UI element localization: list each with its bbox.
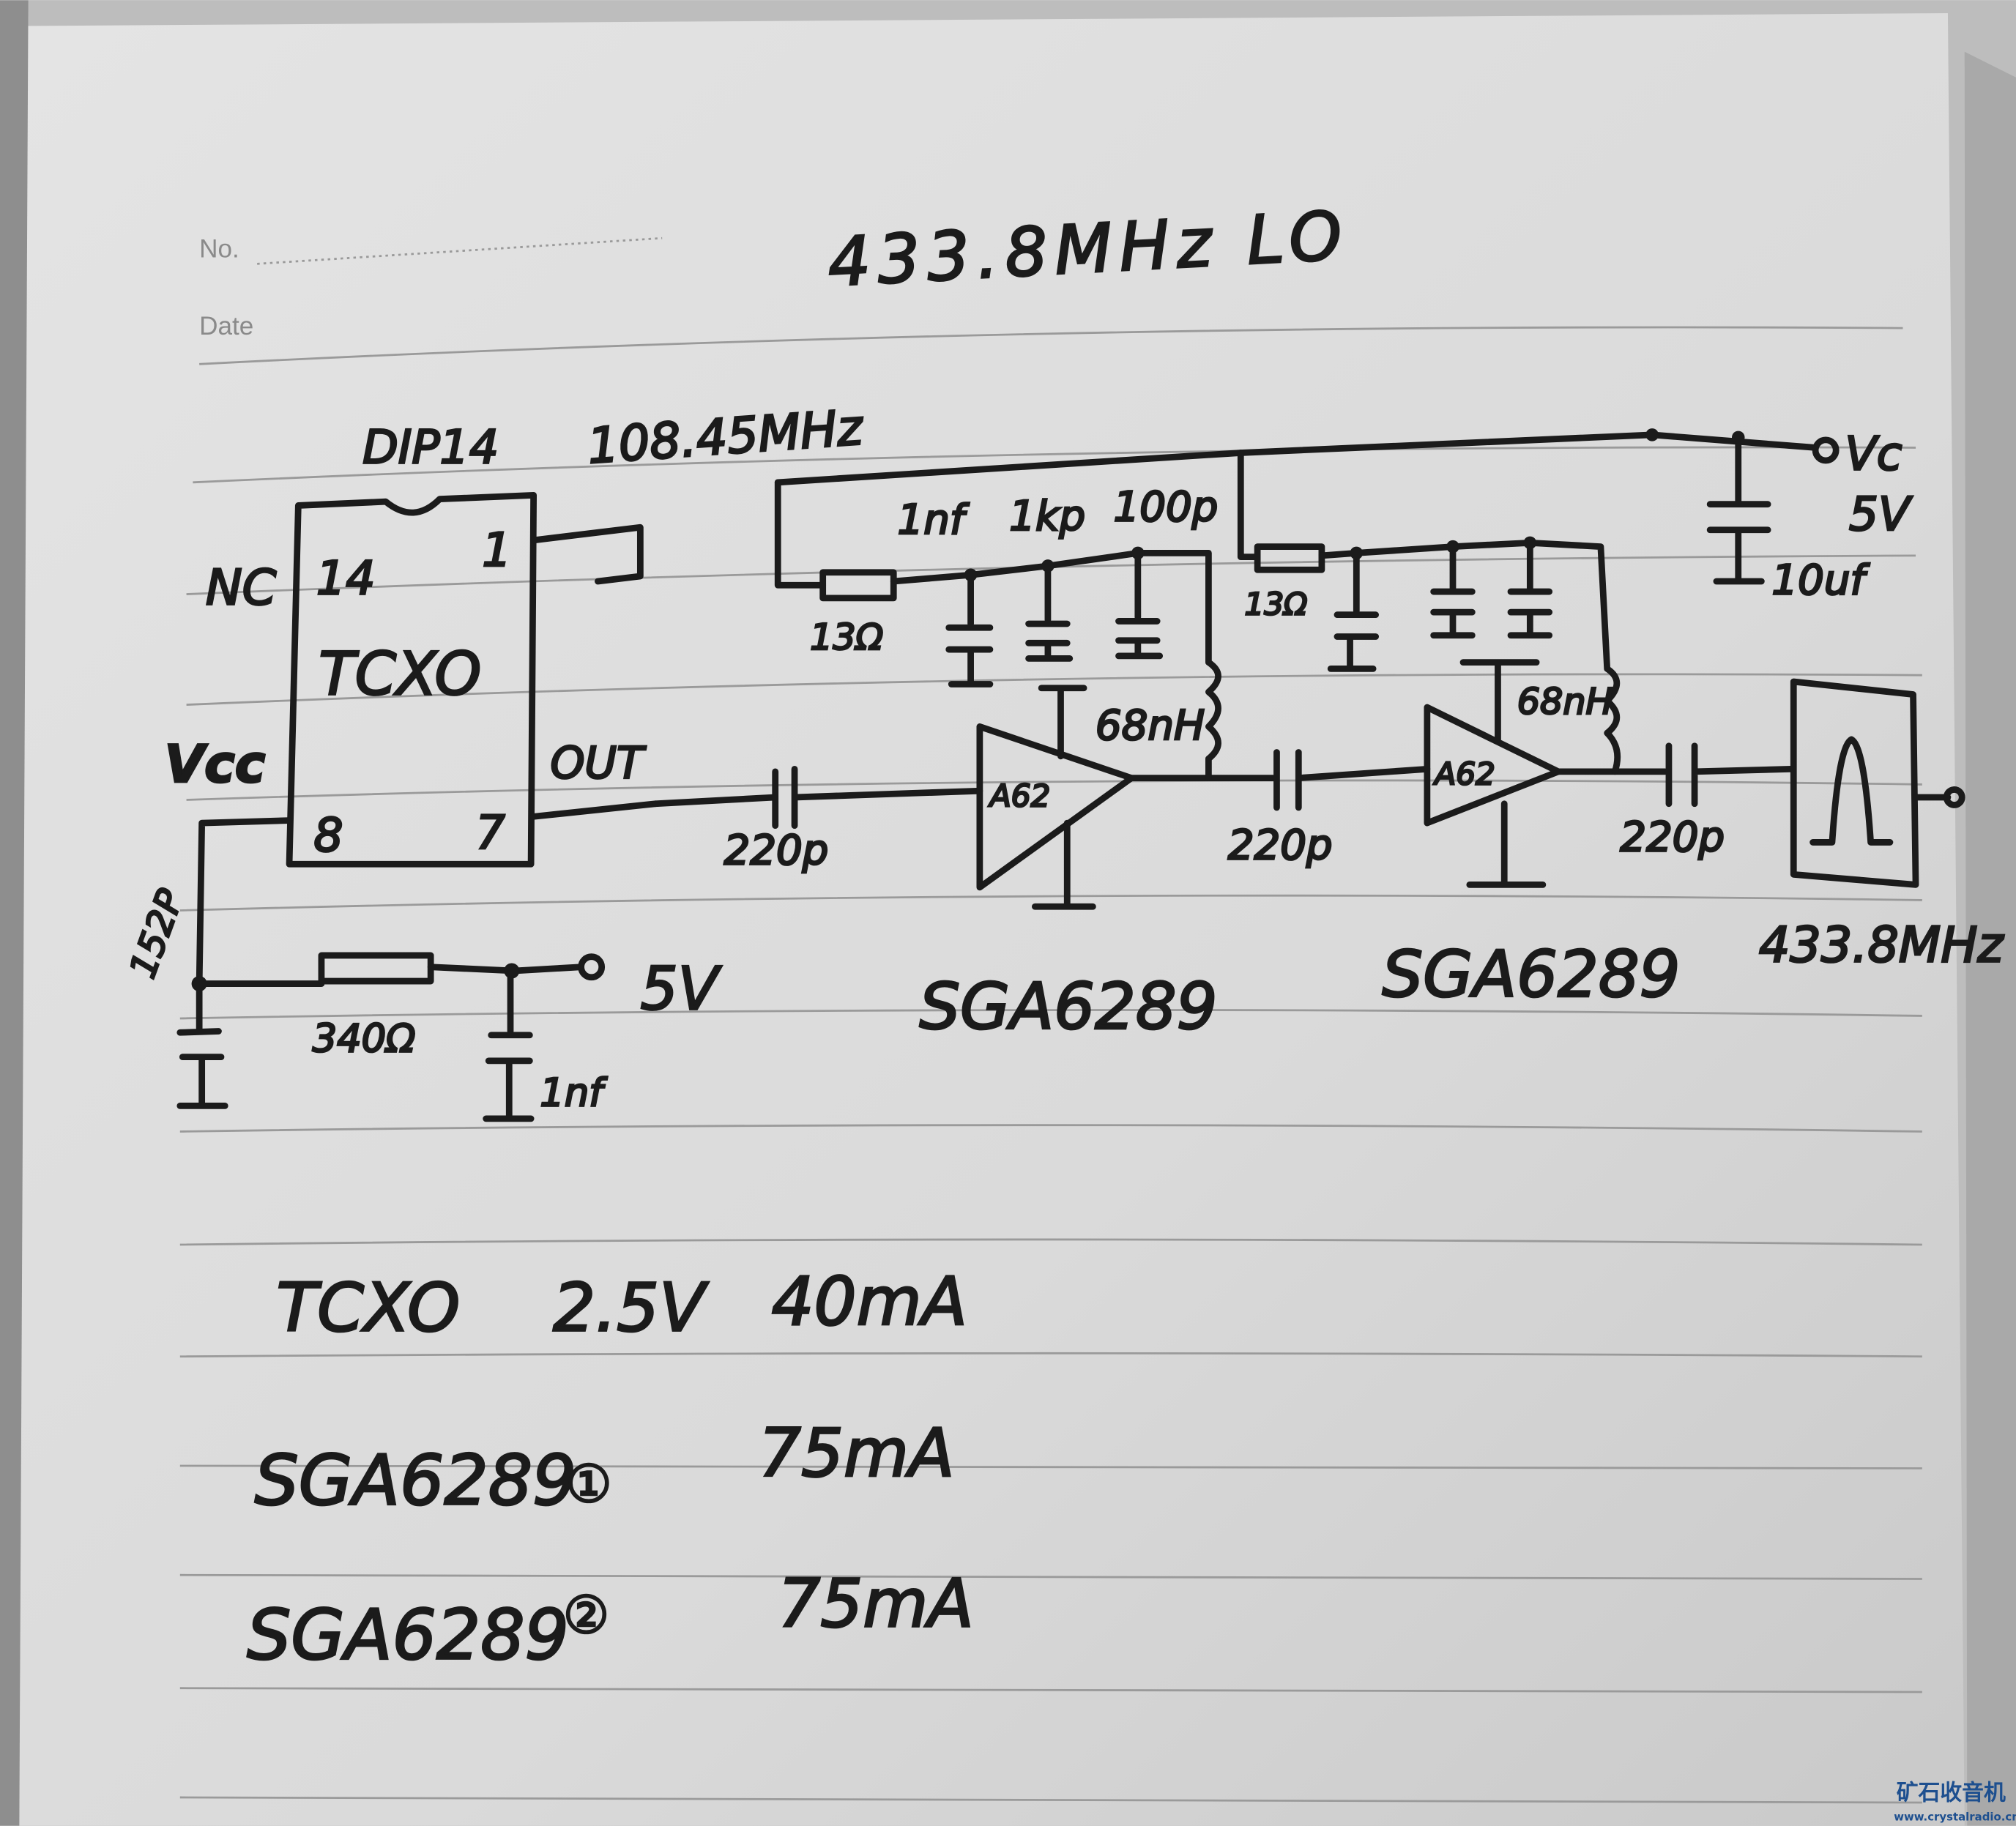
ruled-lines: [179, 236, 1922, 1804]
current-notes: TCXO 2.5V 40mA SGA6289 ① 75mA SGA6289 ② …: [246, 1261, 975, 1676]
inductor2-label: 68nH: [1517, 680, 1613, 723]
pin1-label: 1: [482, 523, 511, 577]
page-stack-edge: [1964, 51, 2016, 1826]
pin8-label: 8: [313, 808, 343, 862]
note-part: TCXO: [276, 1269, 460, 1347]
pin7-label: 7: [476, 805, 505, 860]
amp1-part: SGA6289: [919, 969, 1217, 1044]
amp2-part: SGA6289: [1382, 937, 1680, 1012]
note-part: SGA6289: [247, 1595, 569, 1675]
coupling-cap1-label: 220p: [724, 827, 828, 874]
note-current: 75mA: [778, 1564, 974, 1642]
watermark-url: www.crystalradio.cn: [1894, 1811, 2016, 1824]
coupling-cap3-label: 220p: [1620, 814, 1725, 862]
bypass-cap-1nf-label: 1nf: [898, 496, 970, 544]
out-label: OUT: [550, 739, 647, 789]
watermark-logo: 矿石收音机: [1897, 1780, 2006, 1805]
tcxo-name: TCXO: [319, 641, 481, 709]
note-current: 40mA: [771, 1262, 967, 1341]
bypass-cap-100p-label: 100p: [1113, 483, 1218, 531]
junction-dot: [504, 963, 520, 979]
junction-dot: [1645, 428, 1659, 441]
pin14-label: 14: [316, 551, 375, 605]
date-label: Date: [199, 312, 253, 340]
cap-1nf-label: 1nf: [540, 1070, 608, 1115]
note-current: 75mA: [759, 1414, 955, 1492]
resistor2-label: 13Ω: [1245, 586, 1308, 622]
junction-dot: [1446, 540, 1459, 554]
junction-dot: [1131, 546, 1145, 560]
junction-dot: [1523, 536, 1537, 550]
rf-output-terminal: [1943, 786, 1965, 808]
tcxo-package: DIP14: [362, 420, 499, 474]
vcc-label: Vcc: [165, 734, 266, 794]
junction-dot: [1350, 546, 1364, 560]
notebook-page: [19, 12, 1965, 1826]
page-left-edge: [0, 0, 29, 1826]
supply-5v-label: 5V: [640, 955, 721, 1024]
bias-network: [774, 431, 1819, 782]
note-index: ②: [563, 1585, 609, 1645]
resistor1-label: 13Ω: [810, 616, 883, 658]
amp1-label: A62: [988, 778, 1050, 813]
junction-dot: [1731, 431, 1745, 444]
supply-terminal-5v: [578, 953, 606, 981]
note-voltage: 2.5V: [553, 1269, 709, 1347]
vc-terminal: [1812, 436, 1840, 464]
vc-voltage: 5V: [1849, 487, 1913, 541]
resistor-340-label: 340Ω: [313, 1017, 416, 1062]
inductor1-label: 68nH: [1096, 702, 1205, 750]
tcxo-chip: [196, 491, 659, 987]
junction-dot: [191, 976, 207, 992]
junction-dot: [1041, 559, 1055, 573]
note-part: SGA6289: [255, 1441, 577, 1521]
note-index: ①: [566, 1454, 612, 1514]
junction-dot: [964, 568, 978, 582]
coupling-cap2-label: 220p: [1228, 821, 1333, 869]
bulk-cap-label: 10uf: [1771, 557, 1870, 605]
bypass-cap-1kp-label: 1kp: [1009, 493, 1085, 540]
amp2-label: A62: [1432, 756, 1495, 791]
vc-label: Vc: [1845, 426, 1902, 480]
filter-label: 433.8MHz: [1759, 917, 2005, 974]
nc-label: NC: [206, 559, 277, 616]
no-label: No.: [199, 235, 239, 264]
